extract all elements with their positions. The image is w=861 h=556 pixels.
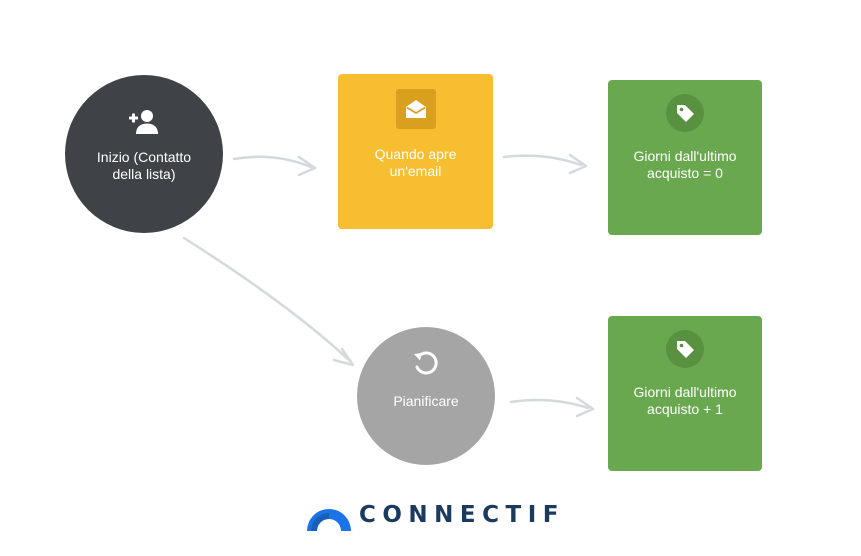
connectif-logo-text: CONNECTIF	[359, 502, 565, 528]
arrow-schedule-to-tag-b-head	[575, 396, 595, 418]
connectif-logo: CONNECTIF	[307, 502, 565, 531]
arrow-email-to-tag-a	[502, 154, 583, 167]
arrow-email-to-tag-a-head	[568, 153, 588, 175]
open-envelope-icon	[405, 100, 426, 118]
arrow-start-to-email	[232, 155, 313, 169]
email-open-node-label: Quando apre un'email	[374, 146, 457, 179]
schedule-node[interactable]: Pianificare	[357, 327, 495, 465]
tag-node-label: Giorni dall'ultimo acquisto = 0	[633, 148, 737, 181]
tag-icon	[677, 105, 694, 122]
add-user-icon	[126, 106, 162, 138]
schedule-node-label: Pianificare	[393, 393, 459, 409]
tag-icon-badge	[666, 94, 704, 132]
arrow-start-to-email-head	[297, 155, 317, 177]
tag-node-label: Giorni dall'ultimo acquisto + 1	[633, 384, 737, 417]
tag-node-last-purchase-0[interactable]: Giorni dall'ultimo acquisto = 0	[608, 80, 762, 235]
tag-icon-badge	[666, 330, 704, 368]
arrow-schedule-to-tag-b	[509, 398, 590, 410]
connectif-logo-mark	[307, 509, 351, 531]
start-node-label: Inizio (Contatto della lista)	[96, 149, 192, 182]
tag-icon	[677, 341, 694, 358]
arrow-start-to-schedule	[182, 236, 352, 363]
email-open-node[interactable]: Quando apre un'email	[338, 74, 493, 229]
refresh-icon	[408, 347, 444, 379]
tag-node-last-purchase-plus-1[interactable]: Giorni dall'ultimo acquisto + 1	[608, 316, 762, 471]
email-icon-badge	[395, 89, 436, 129]
start-node[interactable]: Inizio (Contatto della lista)	[65, 75, 223, 233]
arrow-start-to-schedule-head	[332, 347, 355, 367]
